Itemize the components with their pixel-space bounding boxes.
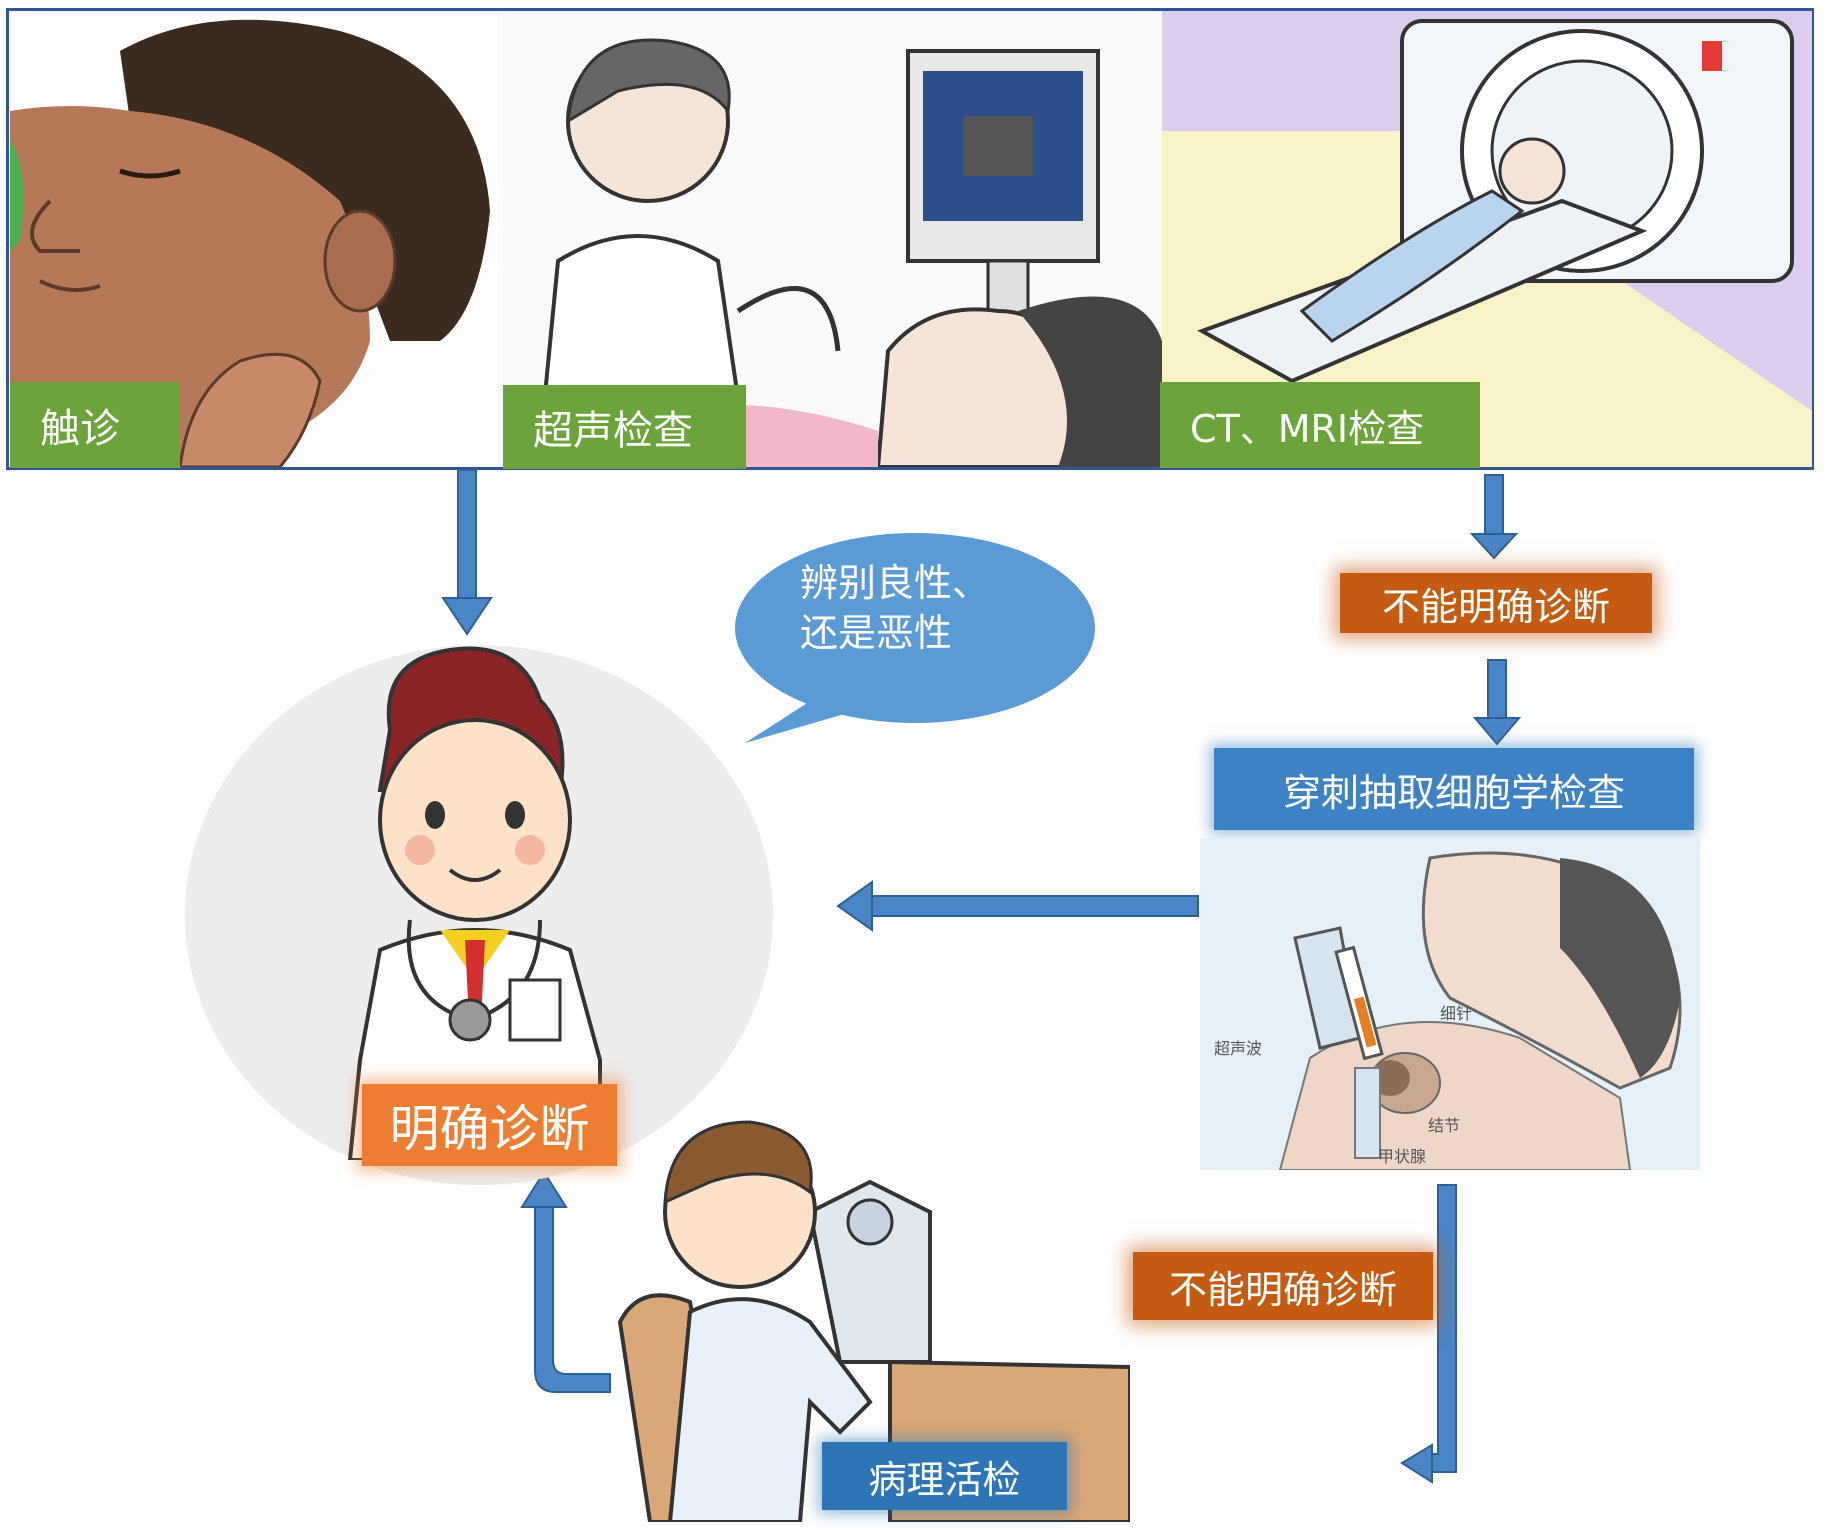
palpation-label: 触诊 bbox=[10, 382, 180, 468]
fna-needle-label: 细针 bbox=[1440, 1004, 1473, 1023]
fna-nodule-label: 结节 bbox=[1428, 1116, 1461, 1135]
top-panels-frame bbox=[6, 8, 1814, 470]
speech-bubble bbox=[735, 533, 1095, 743]
arrow-ct-to-not-clear bbox=[1469, 474, 1519, 560]
fna-ultrasound-label: 超声波 bbox=[1214, 1039, 1263, 1058]
doctor-illustration bbox=[347, 646, 602, 1160]
not-clear-label-bottom: 不能明确诊断 bbox=[1133, 1252, 1433, 1320]
diagnosis-label: 明确诊断 bbox=[362, 1084, 617, 1166]
ct-mri-illustration bbox=[1162, 11, 1812, 467]
arrow-biopsy-to-diagnosis bbox=[520, 1170, 611, 1393]
speech-bubble-line2: 还是恶性 bbox=[800, 611, 953, 655]
fna-illustration bbox=[1200, 838, 1700, 1170]
ct-mri-label: CT、MRI检查 bbox=[1160, 382, 1480, 468]
not-clear-label-top: 不能明确诊断 bbox=[1340, 573, 1652, 633]
arrow-not-clear-to-fna bbox=[1472, 659, 1522, 746]
fna-label: 穿刺抽取细胞学检查 bbox=[1214, 748, 1694, 830]
arrow-palpation-to-doctor bbox=[441, 469, 493, 636]
ultrasound-label: 超声检查 bbox=[503, 385, 746, 469]
arrow-fna-to-doctor bbox=[836, 880, 1199, 932]
biopsy-label: 病理活检 bbox=[822, 1442, 1067, 1510]
fna-panel bbox=[1200, 838, 1700, 1170]
fna-thyroid-label: 甲状腺 bbox=[1378, 1147, 1427, 1166]
arrow-fna-to-biopsy bbox=[1400, 1184, 1457, 1484]
speech-bubble-line1: 辨别良性、 bbox=[800, 561, 991, 605]
